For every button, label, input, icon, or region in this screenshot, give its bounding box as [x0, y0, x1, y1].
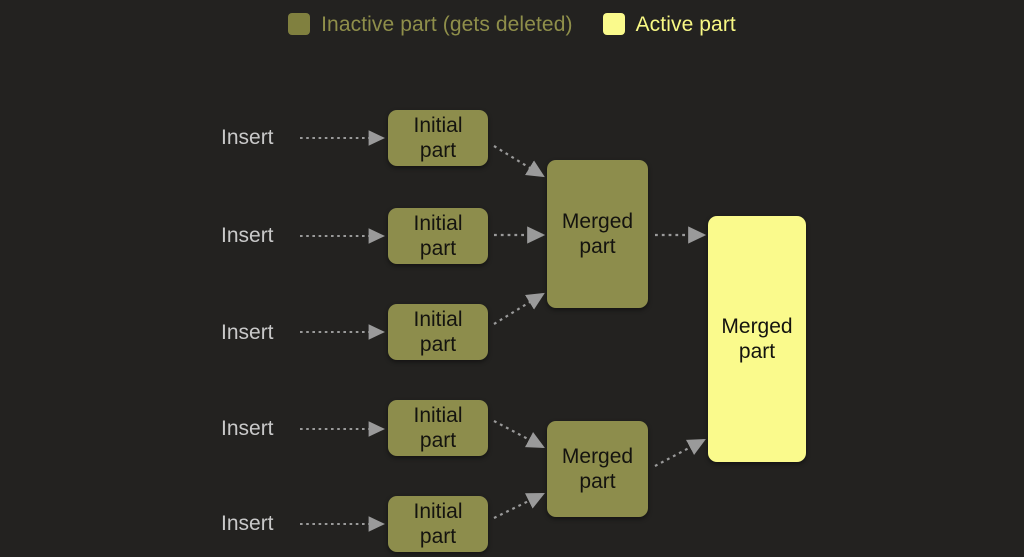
initial-part-node-2[interactable]: Initial part — [388, 208, 488, 264]
legend-item-inactive: Inactive part (gets deleted) — [288, 13, 572, 35]
initial-part-node-1[interactable]: Initial part — [388, 110, 488, 166]
merged-part-node-1[interactable]: Merged part — [547, 160, 648, 308]
legend-label-active: Active part — [635, 12, 736, 36]
initial-part-node-5-line2: part — [419, 525, 457, 548]
insert-label-3: Insert — [221, 321, 274, 344]
initial-part-node-2-line2: part — [419, 237, 457, 260]
initial-part-node-3-line1: Initial — [413, 308, 463, 331]
initial-part-node-1-line1: Initial — [413, 114, 463, 137]
legend-swatch-active-icon — [602, 13, 625, 35]
initial-part-node-3[interactable]: Initial part — [388, 304, 488, 360]
initial-part-node-5[interactable]: Initial part — [388, 496, 488, 552]
insert-label-5: Insert — [221, 512, 274, 535]
merged-part-node-1-line1: Merged — [561, 210, 634, 233]
final-merged-part-node-line1: Merged — [721, 315, 793, 338]
final-merged-part-node-line2: part — [738, 340, 776, 363]
merged-part-node-2[interactable]: Merged part — [547, 421, 648, 517]
final-merged-part-node[interactable]: Merged part — [708, 216, 806, 462]
arrow-initial-3-to-merged-1 — [493, 292, 545, 325]
insert-label-2: Insert — [221, 224, 274, 247]
legend-swatch-inactive-icon — [288, 13, 311, 35]
merged-part-node-2-line2: part — [579, 470, 616, 493]
initial-part-node-4-line2: part — [419, 429, 457, 452]
arrow-merged-2-to-final — [654, 438, 706, 467]
insert-label-1: Insert — [221, 126, 274, 149]
initial-part-node-3-line2: part — [419, 333, 457, 356]
insert-label-4: Insert — [221, 417, 274, 440]
legend-item-active: Active part — [602, 12, 736, 36]
initial-part-node-5-line1: Initial — [413, 500, 463, 523]
initial-part-node-2-line1: Initial — [413, 212, 463, 235]
initial-part-node-4[interactable]: Initial part — [388, 400, 488, 456]
arrow-initial-4-to-merged-2 — [493, 420, 545, 449]
initial-part-node-1-line2: part — [419, 139, 457, 162]
legend: Inactive part (gets deleted) Active part — [0, 0, 1024, 48]
merged-part-node-1-line2: part — [579, 235, 616, 258]
legend-label-inactive: Inactive part (gets deleted) — [321, 12, 573, 36]
arrow-initial-1-to-merged-1 — [493, 145, 545, 178]
arrow-initial-5-to-merged-2 — [493, 493, 545, 519]
initial-part-node-4-line1: Initial — [413, 404, 463, 427]
merged-part-node-2-line1: Merged — [561, 445, 634, 468]
